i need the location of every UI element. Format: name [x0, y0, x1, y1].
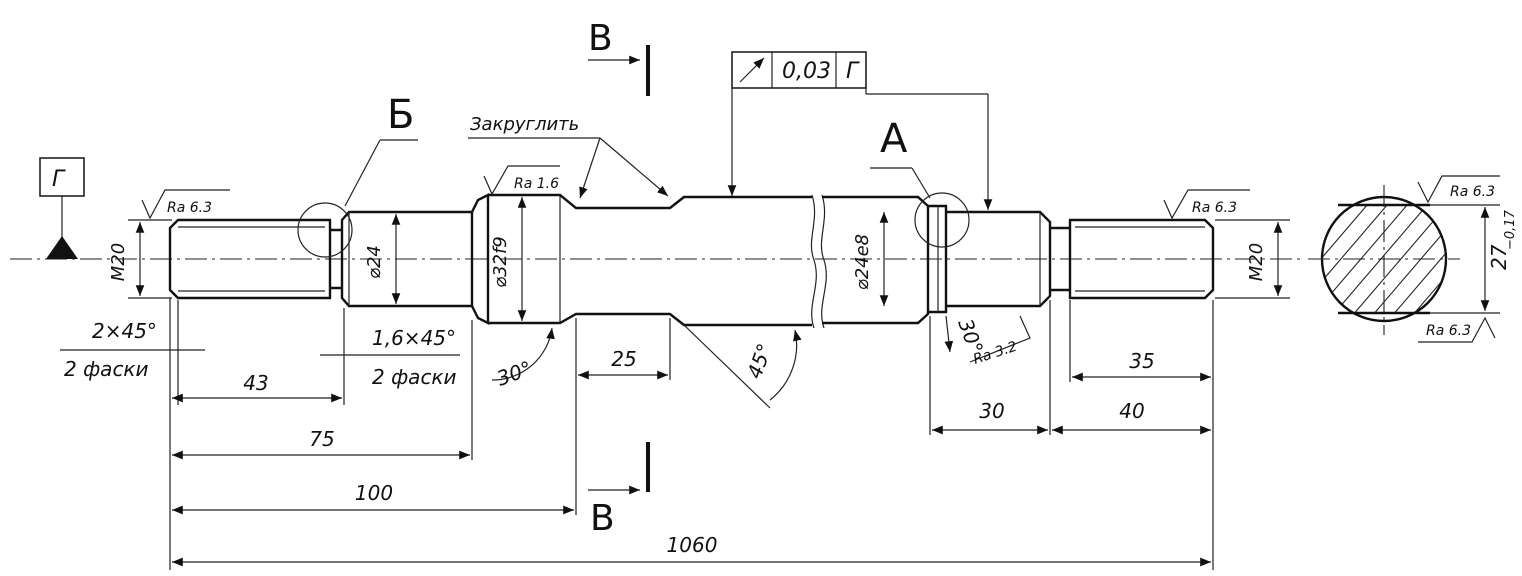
detail-circle-b	[297, 202, 353, 258]
flat-tolerance: −0,17	[1503, 209, 1518, 250]
section-cut-top	[588, 45, 650, 96]
chamfer-mid-count: 2 фаски	[372, 365, 457, 389]
round-off-leaders	[468, 137, 669, 199]
chamfer-mid-size: 1,6×45°	[372, 326, 456, 350]
dia-collar: ⌀32f9	[490, 236, 511, 288]
roughness-collar: Ra 1.6	[514, 176, 559, 192]
dim-43: 43	[243, 371, 268, 395]
dia-thread-right: M20	[1246, 243, 1267, 281]
roughness-mark-flat-top	[1417, 175, 1500, 204]
roughness-left-thread: Ra 6.3	[167, 200, 212, 216]
roughness-flat-top: Ra 6.3	[1450, 184, 1495, 200]
dim-100: 100	[355, 481, 393, 505]
chamfer-left-size: 2×45°	[92, 319, 157, 343]
section-letter-top: В	[588, 18, 613, 59]
roughness-flat-bottom: Ra 6.3	[1426, 323, 1471, 339]
detail-letter-a: А	[880, 116, 908, 162]
dim-25: 25	[611, 347, 636, 371]
angle-arc-right	[944, 315, 954, 353]
roughness-mark-groove	[969, 315, 1031, 363]
detail-leader-a	[911, 167, 931, 199]
roughness-mark-flat-bottom	[1418, 316, 1496, 343]
detail-circle-a	[914, 192, 970, 248]
section-view	[1308, 185, 1500, 335]
dia-journal-right: ⌀24e8	[852, 234, 873, 290]
datum-letter: Г	[52, 167, 66, 192]
section-cut-bottom	[588, 442, 650, 495]
taper-ext-line	[683, 324, 771, 409]
dia-thread-left: M20	[108, 243, 129, 281]
roughness-mark-right	[1163, 189, 1250, 220]
dim-40: 40	[1119, 399, 1144, 423]
round-off-note: Закруглить	[470, 114, 579, 135]
section-letter-bottom: В	[590, 498, 615, 539]
tolerance-value: 0,03	[782, 59, 831, 84]
chamfer-left-count: 2 фаски	[64, 357, 149, 381]
dim-1060: 1060	[667, 533, 718, 557]
angle-taper: 45°	[742, 340, 777, 382]
roughness-mark-collar	[483, 165, 560, 196]
roughness-right-thread: Ra 6.3	[1192, 200, 1237, 216]
dim-30: 30	[979, 399, 1004, 423]
angle-collar: 30°	[494, 356, 536, 391]
angle-arc-taper	[769, 329, 802, 401]
dim-75: 75	[309, 427, 334, 451]
flat-width: 27	[1487, 244, 1511, 270]
tolerance-frame	[727, 51, 993, 210]
angle-arc-collar	[491, 327, 555, 381]
datum-symbol	[39, 157, 85, 259]
detail-letter-b: Б	[387, 92, 414, 138]
roughness-mark-left	[141, 189, 230, 220]
dim-35: 35	[1129, 349, 1154, 373]
extension-lines	[169, 298, 1214, 570]
dia-journal-left: ⌀24	[364, 245, 385, 279]
detail-leader-b	[344, 139, 381, 207]
shaft-outline	[168, 193, 1215, 329]
tolerance-datum: Г	[846, 59, 860, 84]
